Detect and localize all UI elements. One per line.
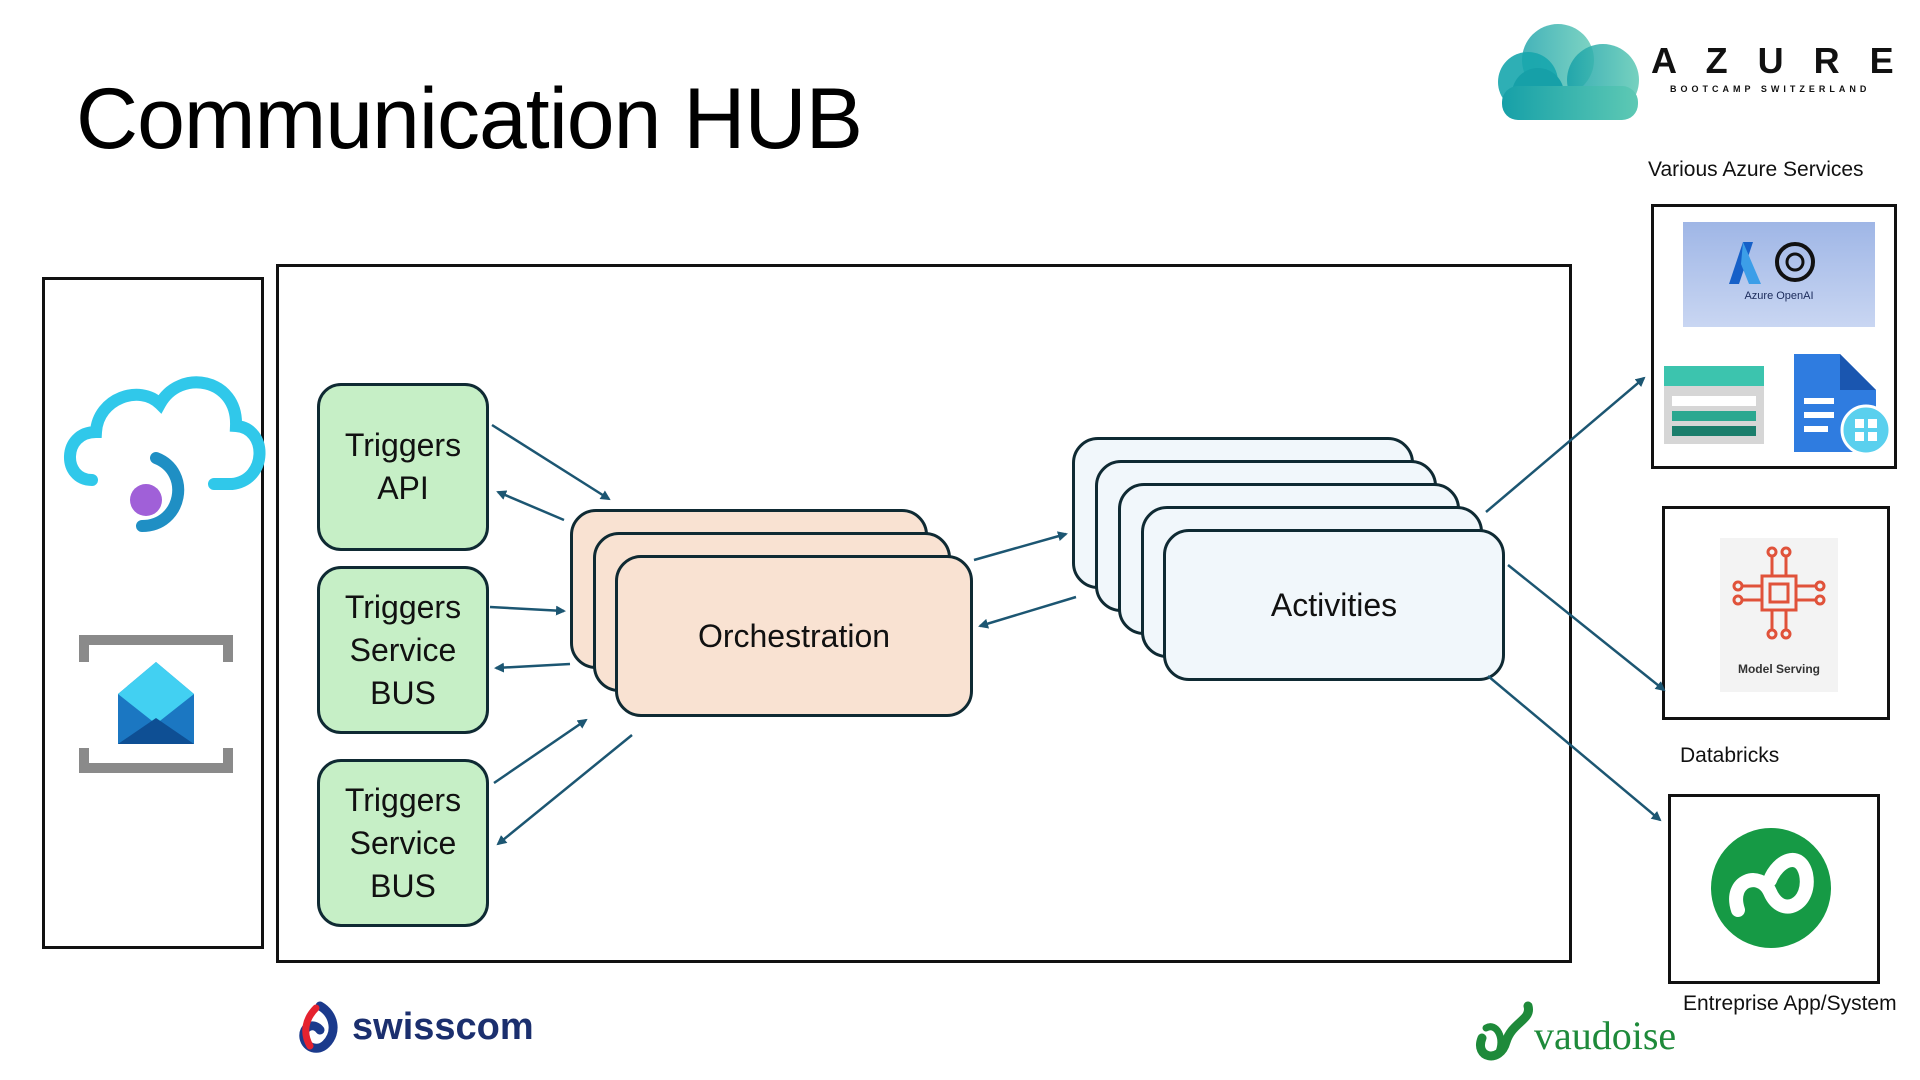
trigger-service-bus-2: Triggers Service BUS [317, 759, 489, 927]
azure-cloud-logo-icon [1498, 24, 1639, 120]
model-serving-icon [1732, 546, 1826, 640]
azure-bootcamp-logo: A Z U R E BOOTCAMP SWITZERLAND [1488, 22, 1894, 122]
orchestration-label: Orchestration [697, 617, 891, 654]
model-serving-label: Model Serving [1737, 662, 1820, 676]
left-services-panel [42, 277, 264, 949]
vaudoise-logo: vaudoise [1472, 998, 1702, 1068]
swisscom-wordmark: swisscom [352, 1006, 534, 1048]
azure-openai-icon [1729, 242, 1815, 284]
trigger-api-line1: Triggers [344, 427, 462, 463]
trigger-sb1-line2: Service [349, 631, 457, 668]
page-title: Communication HUB [76, 71, 863, 167]
activities-label: Activities [1270, 586, 1398, 623]
trigger-sb2-line3: BUS [370, 867, 436, 904]
swisscom-logo: swisscom [296, 1000, 536, 1064]
model-serving-tile: Model Serving [1720, 538, 1838, 692]
trigger-api: Triggers API [317, 383, 489, 551]
vaudoise-mark-icon [1476, 1001, 1533, 1061]
trigger-sb1-line3: BUS [370, 674, 436, 711]
azure-tagline: BOOTCAMP SWITZERLAND [1670, 84, 1871, 94]
swisscom-mark-icon [299, 1001, 338, 1053]
various-azure-services-caption: Various Azure Services [1648, 158, 1864, 181]
azure-wordmark: A Z U R E [1651, 40, 1904, 81]
activities-card-front [1163, 529, 1505, 681]
enterprise-app-box [1668, 794, 1880, 984]
trigger-sb2-line1: Triggers [344, 781, 462, 818]
orchestration-card-front [615, 555, 973, 717]
trigger-sb1-line1: Triggers [344, 588, 462, 625]
enterprise-caption: Entreprise App/System [1683, 992, 1897, 1015]
databricks-caption: Databricks [1680, 744, 1780, 767]
azure-openai-tile: Azure OpenAI [1683, 222, 1875, 327]
trigger-sb2-line2: Service [349, 824, 457, 861]
azure-openai-label: Azure OpenAI [1744, 290, 1814, 302]
trigger-api-line2: API [377, 470, 429, 506]
vaudoise-wordmark: vaudoise [1534, 1013, 1677, 1058]
trigger-service-bus-1: Triggers Service BUS [317, 566, 489, 734]
